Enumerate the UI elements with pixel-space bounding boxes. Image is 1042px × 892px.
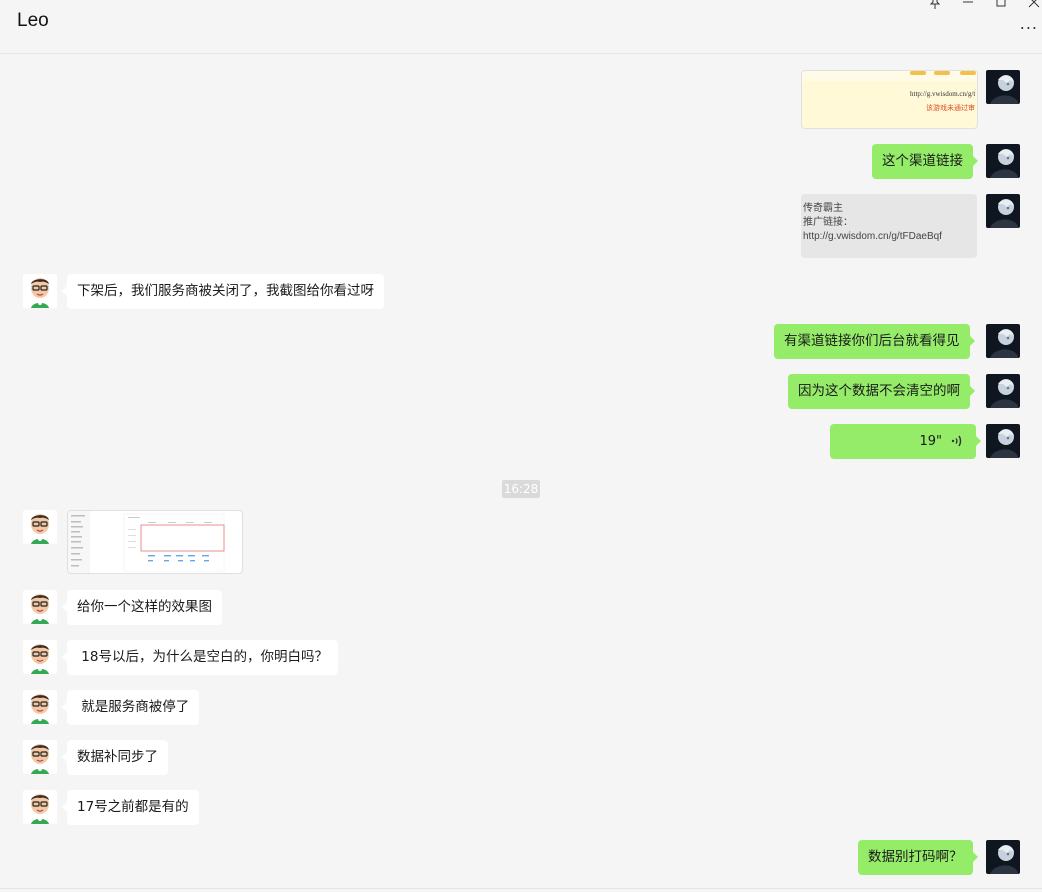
image-url-text: http://g.vwisdom.cn/g/t [910, 90, 976, 98]
close-icon[interactable] [1025, 0, 1042, 12]
message-bubble-in[interactable]: 18号以后，为什么是空白的，你明白吗？ [62, 640, 338, 675]
contact-avatar[interactable] [23, 690, 57, 724]
link-card-url: http://g.vwisdom.cn/g/tFDaeBqf [803, 231, 942, 242]
message-bubble-in[interactable]: 就是服务商被停了 [61, 690, 200, 725]
contact-avatar[interactable] [23, 740, 57, 774]
voice-duration: 19" [919, 434, 942, 449]
message-bubble-out[interactable]: 有渠道链接你们后台就看得见 [774, 324, 974, 359]
shared-image-message[interactable]: http://g.vwisdom.cn/g/t 该游戏未通过审 [801, 70, 978, 129]
my-avatar[interactable] [986, 374, 1020, 408]
minimize-icon[interactable] [959, 0, 977, 12]
image-warning-text: 该游戏未通过审 [926, 104, 975, 112]
my-avatar[interactable] [986, 70, 1020, 104]
link-card-title: 传奇霸主 [803, 203, 843, 214]
message-bubble-in[interactable]: 给你一个这样的效果图 [62, 590, 222, 625]
contact-avatar[interactable] [23, 590, 57, 624]
input-divider [0, 888, 1042, 889]
message-bubble-in[interactable]: 数据补同步了 [62, 740, 168, 775]
message-bubble-in[interactable]: 17号之前都是有的 [62, 790, 199, 825]
my-avatar[interactable] [986, 424, 1020, 458]
more-icon[interactable]: ... [1019, 14, 1038, 33]
contact-avatar[interactable] [23, 790, 57, 824]
chat-header: Leo ... [0, 0, 1042, 54]
my-avatar[interactable] [986, 194, 1020, 228]
chat-title: Leo [17, 10, 49, 31]
my-avatar[interactable] [986, 840, 1020, 874]
chat-timestamp: 16:28 [502, 480, 540, 498]
screenshot-image-message[interactable] [67, 510, 243, 574]
message-bubble-out[interactable]: 这个渠道链接 [872, 144, 978, 179]
maximize-icon[interactable] [992, 0, 1010, 12]
my-avatar[interactable] [986, 324, 1020, 358]
contact-avatar[interactable] [23, 274, 57, 308]
contact-avatar[interactable] [23, 640, 57, 674]
my-avatar[interactable] [986, 144, 1020, 178]
voice-wave-icon [950, 424, 962, 459]
message-bubble-out[interactable]: 数据别打码啊？ [858, 840, 977, 875]
contact-avatar[interactable] [23, 510, 57, 544]
message-bubble-out[interactable]: 因为这个数据不会清空的啊 [788, 374, 975, 409]
message-bubble-in[interactable]: 下架后，我们服务商被关闭了，我截图给你看过呀 [62, 274, 384, 309]
link-card-message[interactable]: 传奇霸主 推广链接： http://g.vwisdom.cn/g/tFDaeBq… [801, 194, 977, 258]
pin-icon[interactable] [926, 0, 944, 14]
voice-message[interactable]: 19" [830, 424, 981, 459]
link-card-label: 推广链接： [803, 217, 853, 228]
